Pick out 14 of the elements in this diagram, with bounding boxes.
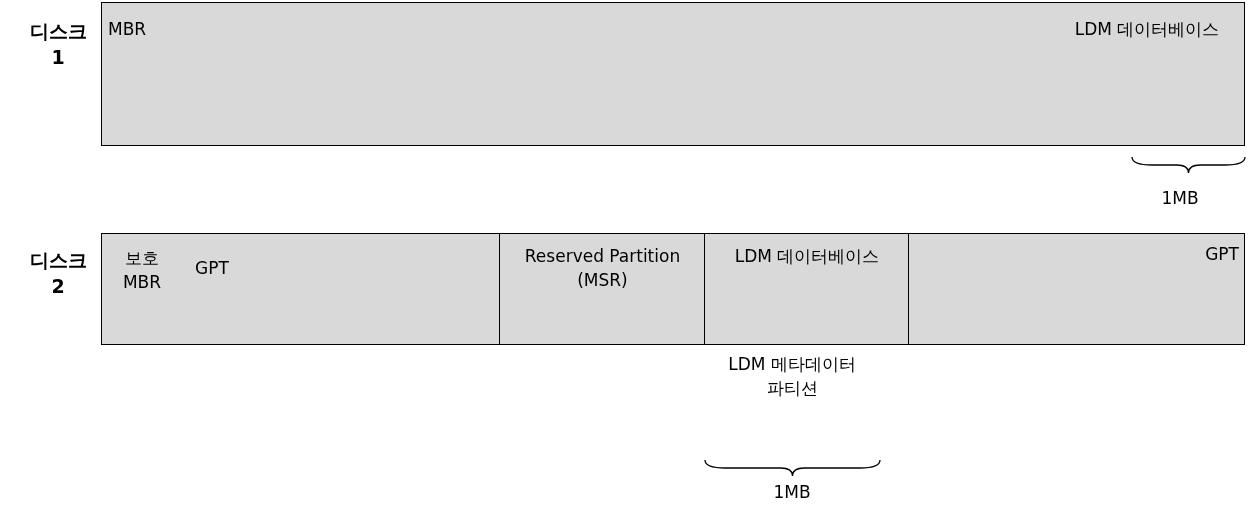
partition-label: GPT (1204, 243, 1239, 266)
partition-label: 보호 MBR (121, 247, 163, 294)
partition-label: MBR (108, 18, 148, 41)
partition-label: LDM 데이터베이스 (733, 245, 881, 268)
partition-label: LDM 데이터베이스 (1073, 18, 1221, 41)
partition-label: Reserved Partition (MSR) (523, 245, 682, 292)
disk-bar (101, 233, 1245, 345)
partition-label: LDM 메타데이터 파티션 (727, 353, 857, 400)
dimension-label: 1MB (1160, 187, 1200, 210)
disk-label: 디스크 2 (28, 248, 88, 299)
dimension-label: 1MB (772, 481, 812, 504)
partition-label: GPT (194, 257, 230, 280)
disk-label: 디스크 1 (28, 19, 88, 70)
disk-bar (101, 2, 1245, 146)
